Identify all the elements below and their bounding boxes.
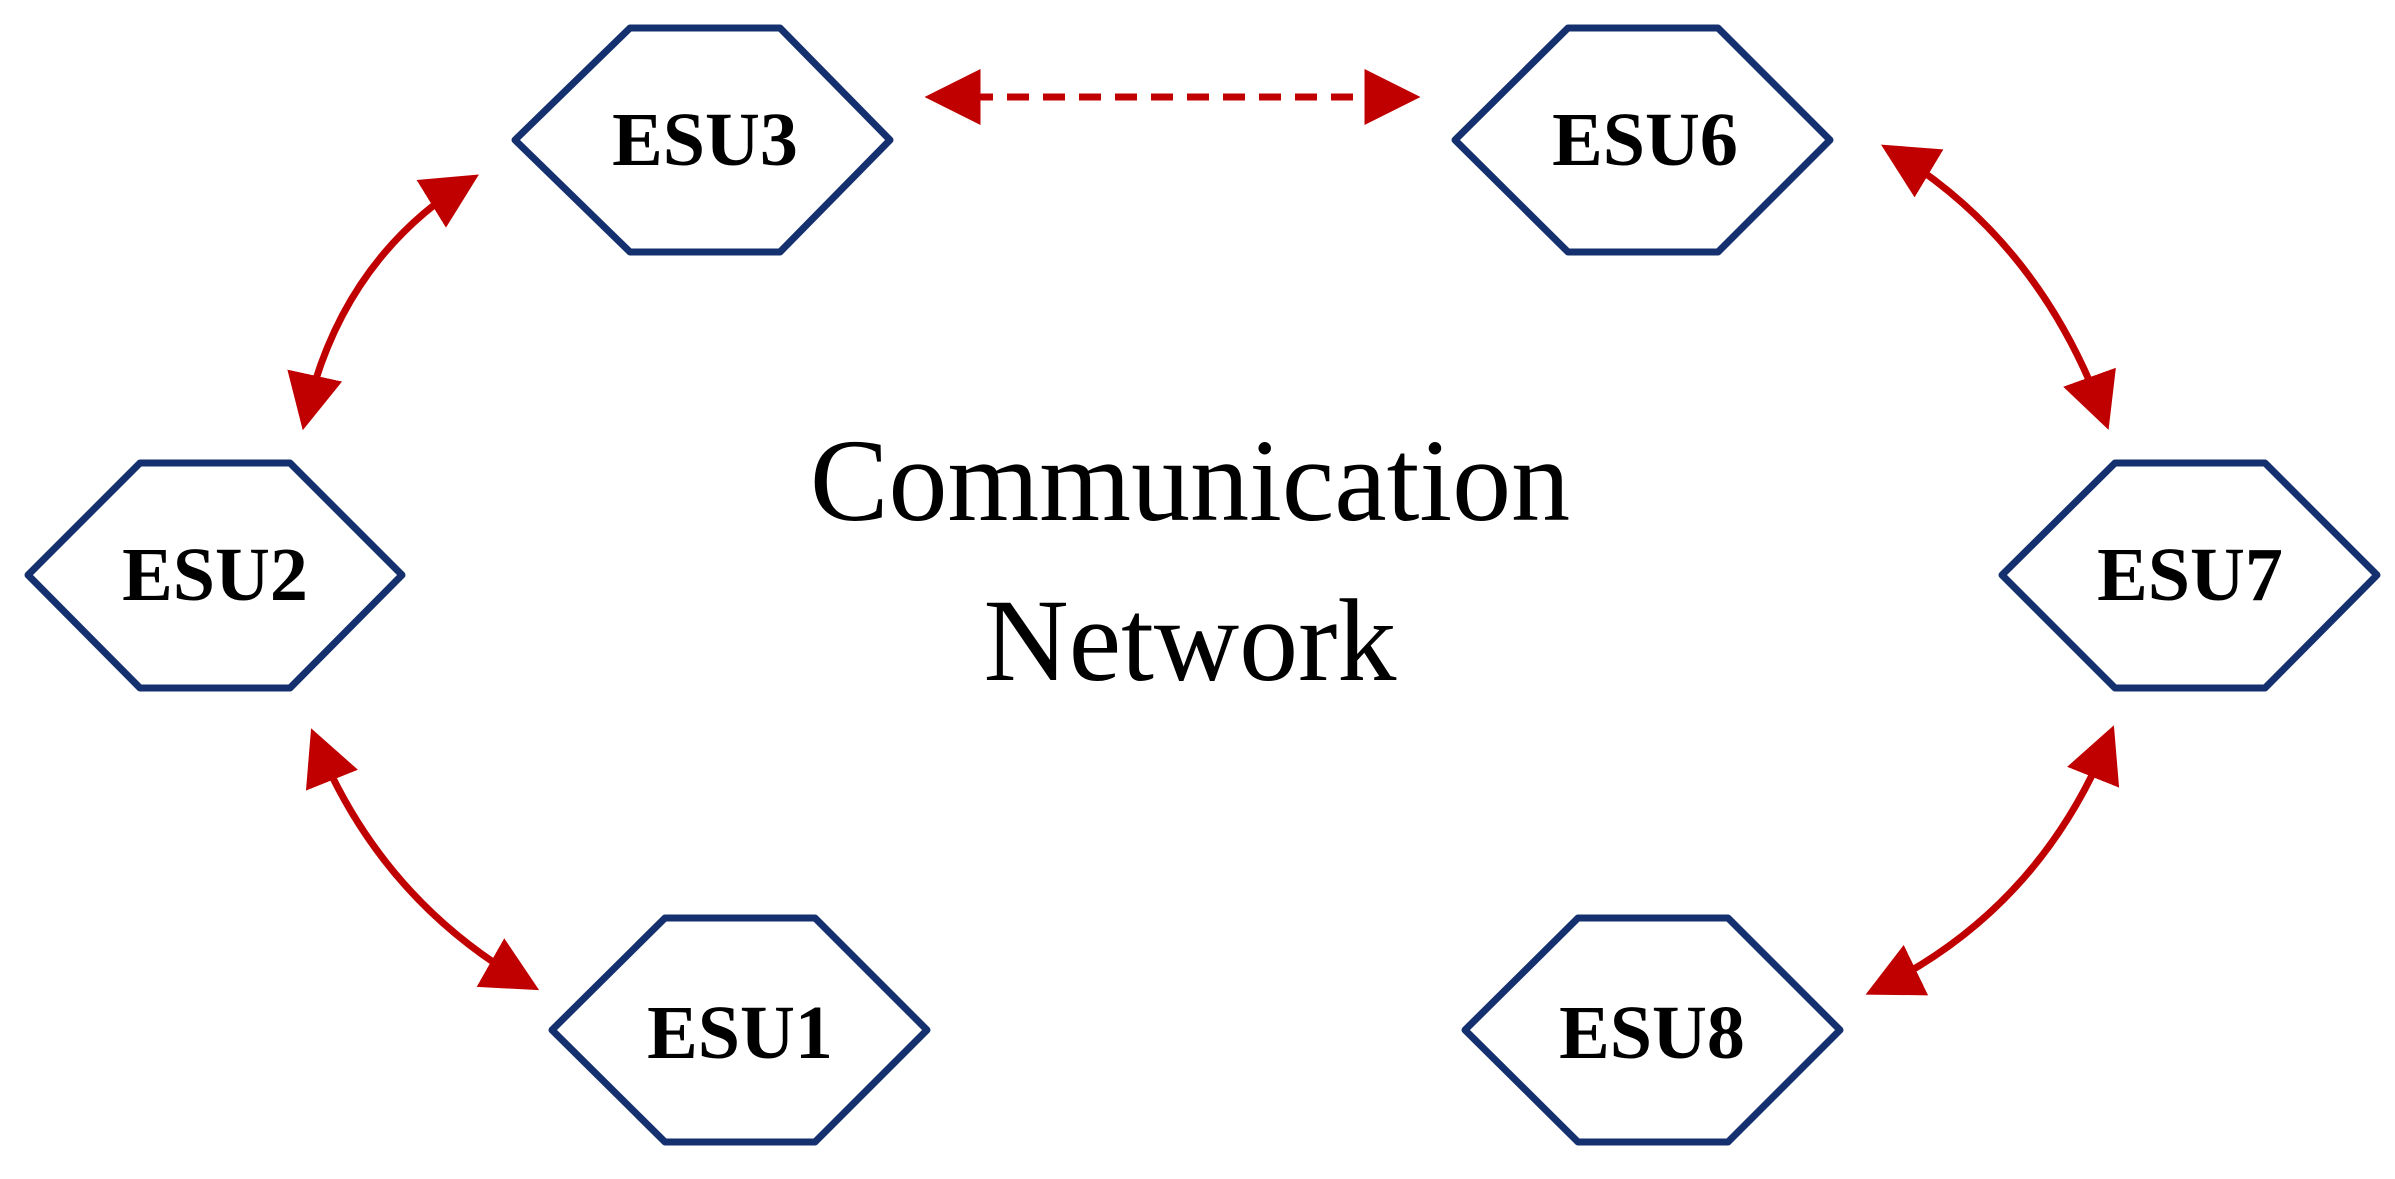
- network-title-line2: Network: [984, 575, 1397, 706]
- node-label-esu2: ESU2: [122, 533, 308, 617]
- link-esu2-esu1: [305, 728, 540, 991]
- network-title-line1: Communication: [810, 415, 1570, 546]
- node-label-esu7: ESU7: [2097, 533, 2283, 617]
- node-esu1: ESU1: [548, 914, 931, 1146]
- node-label-esu6: ESU6: [1552, 98, 1738, 182]
- link-esu7-esu8: [1865, 725, 2120, 996]
- node-esu3: ESU3: [511, 24, 894, 256]
- link-esu2-esu3: [287, 174, 479, 431]
- node-esu8: ESU8: [1461, 914, 1844, 1146]
- node-label-esu3: ESU3: [612, 98, 798, 182]
- node-label-esu1: ESU1: [647, 991, 833, 1075]
- node-label-esu8: ESU8: [1559, 991, 1745, 1075]
- node-esu7: ESU7: [1998, 459, 2381, 692]
- link-esu6-esu7: [1880, 144, 2116, 430]
- node-esu2: ESU2: [24, 459, 406, 692]
- node-esu6: ESU6: [1451, 24, 1834, 256]
